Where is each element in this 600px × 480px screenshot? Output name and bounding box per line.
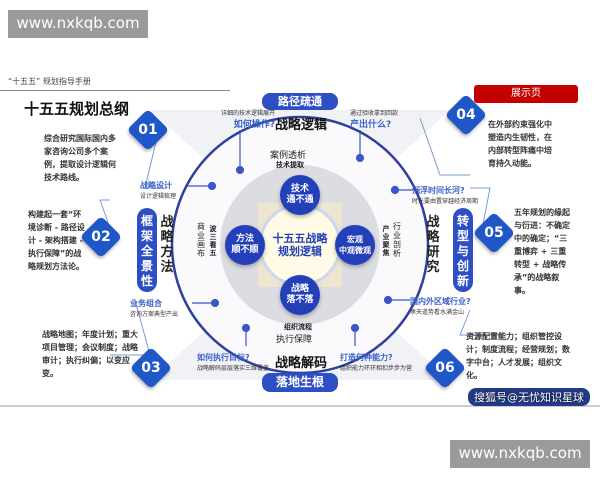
- center-title-line2: 规划逻辑: [278, 245, 322, 258]
- left-pill: 框架全景性: [137, 208, 157, 292]
- item-01-text: 综合研究国际国内多家咨询公司多个案例，提取设计逻辑何技术路线。: [44, 134, 116, 182]
- question-8: 打造何种能力?组织能力环环相扣步步为营: [340, 353, 413, 372]
- question-5: 业务组合咨询方案典型产出: [130, 299, 179, 318]
- center-title: 十五五战略 规划逻辑: [262, 232, 338, 258]
- question-3: 战略设计设计逻辑梳理: [140, 181, 177, 200]
- item-02-number: 02: [91, 229, 111, 245]
- center-title-line1: 十五五战略: [272, 232, 328, 245]
- showcase-badge: 展示页: [474, 85, 578, 103]
- watermark-bottom: www.nxkqb.com: [450, 440, 590, 468]
- bottom-label: 战略解码: [275, 356, 328, 371]
- ring-left-a: 商业画布: [197, 222, 205, 258]
- node-method: 方法 顺不顺: [225, 225, 265, 265]
- item-03-number: 03: [141, 360, 161, 376]
- ring-right-a: 行业剖析: [393, 222, 401, 258]
- question-1: 详细的技术逻辑展开如何操作?: [220, 110, 275, 130]
- watermark-top: www.nxkqb.com: [8, 10, 148, 38]
- item-06-number: 06: [435, 360, 455, 376]
- left-label: 战略方法: [160, 215, 174, 275]
- ring-right-b: 产业聚焦: [382, 225, 390, 257]
- item-04-number: 04: [456, 107, 476, 123]
- item-04-text: 在外部约束强化中塑造内生韧性，在内部转型阵痛中培育持久动能。: [488, 120, 552, 168]
- ring-top-b: 技术提取: [276, 161, 304, 169]
- right-pill: 转型与创新: [453, 208, 473, 292]
- header-divider: [0, 90, 230, 91]
- item-03-text: 战略地图；年度计划；重大项目管理；会议制度；战略审计；执行纠偏；以变应变。: [42, 330, 138, 378]
- node-strategy: 战略 落不落: [280, 275, 320, 315]
- question-7: 如何执行目标?战略解码层层落实三维覆盖: [197, 353, 270, 372]
- ring-bottom-b: 执行保障: [276, 335, 313, 345]
- ring-bottom-a: 组织流程: [284, 323, 312, 331]
- item-02-text: 构建起一套“环境诊断 - 路径设计 - 架构搭建 - 执行保障”的战略规划方法论…: [28, 210, 85, 271]
- right-label: 战略研究: [426, 215, 440, 275]
- item-05-number: 05: [484, 225, 504, 241]
- item-01-number: 01: [138, 122, 158, 138]
- ring-top-a: 案例透析: [270, 151, 307, 161]
- node-technology: 技术 通不通: [280, 175, 320, 215]
- ring-left-b: 波三看五: [209, 225, 217, 257]
- node-macro: 宏观 中观微观: [335, 225, 375, 265]
- item-06-text: 资源配置能力；组织管控设计；制度流程；经营规划；数字中台；人才发展；组织文化。: [466, 332, 570, 380]
- item-05-text: 五年规划的缘起与衍进：不确定中的确定；“三重博弈 + 三重转型 + 战略传承”的…: [514, 208, 570, 295]
- bottom-pill: 落地生根: [262, 373, 338, 392]
- question-4: 沉浮时间长河?时光要由置穿越经济周期: [412, 186, 479, 205]
- question-6: 国内外区域行业?承天道势看水满金山: [410, 297, 471, 316]
- top-pill: 路径疏通: [262, 93, 338, 110]
- footer-divider: [0, 405, 600, 407]
- page-title: 十五五规划总纲: [24, 100, 130, 118]
- header-text: “十五五” 规划指导手册: [8, 77, 91, 86]
- question-2: 通过验收拿到回款产出什么?: [350, 110, 399, 130]
- top-label: 战略逻辑: [275, 118, 328, 133]
- footer-credit: 搜狐号@无忧知识星球: [468, 388, 590, 406]
